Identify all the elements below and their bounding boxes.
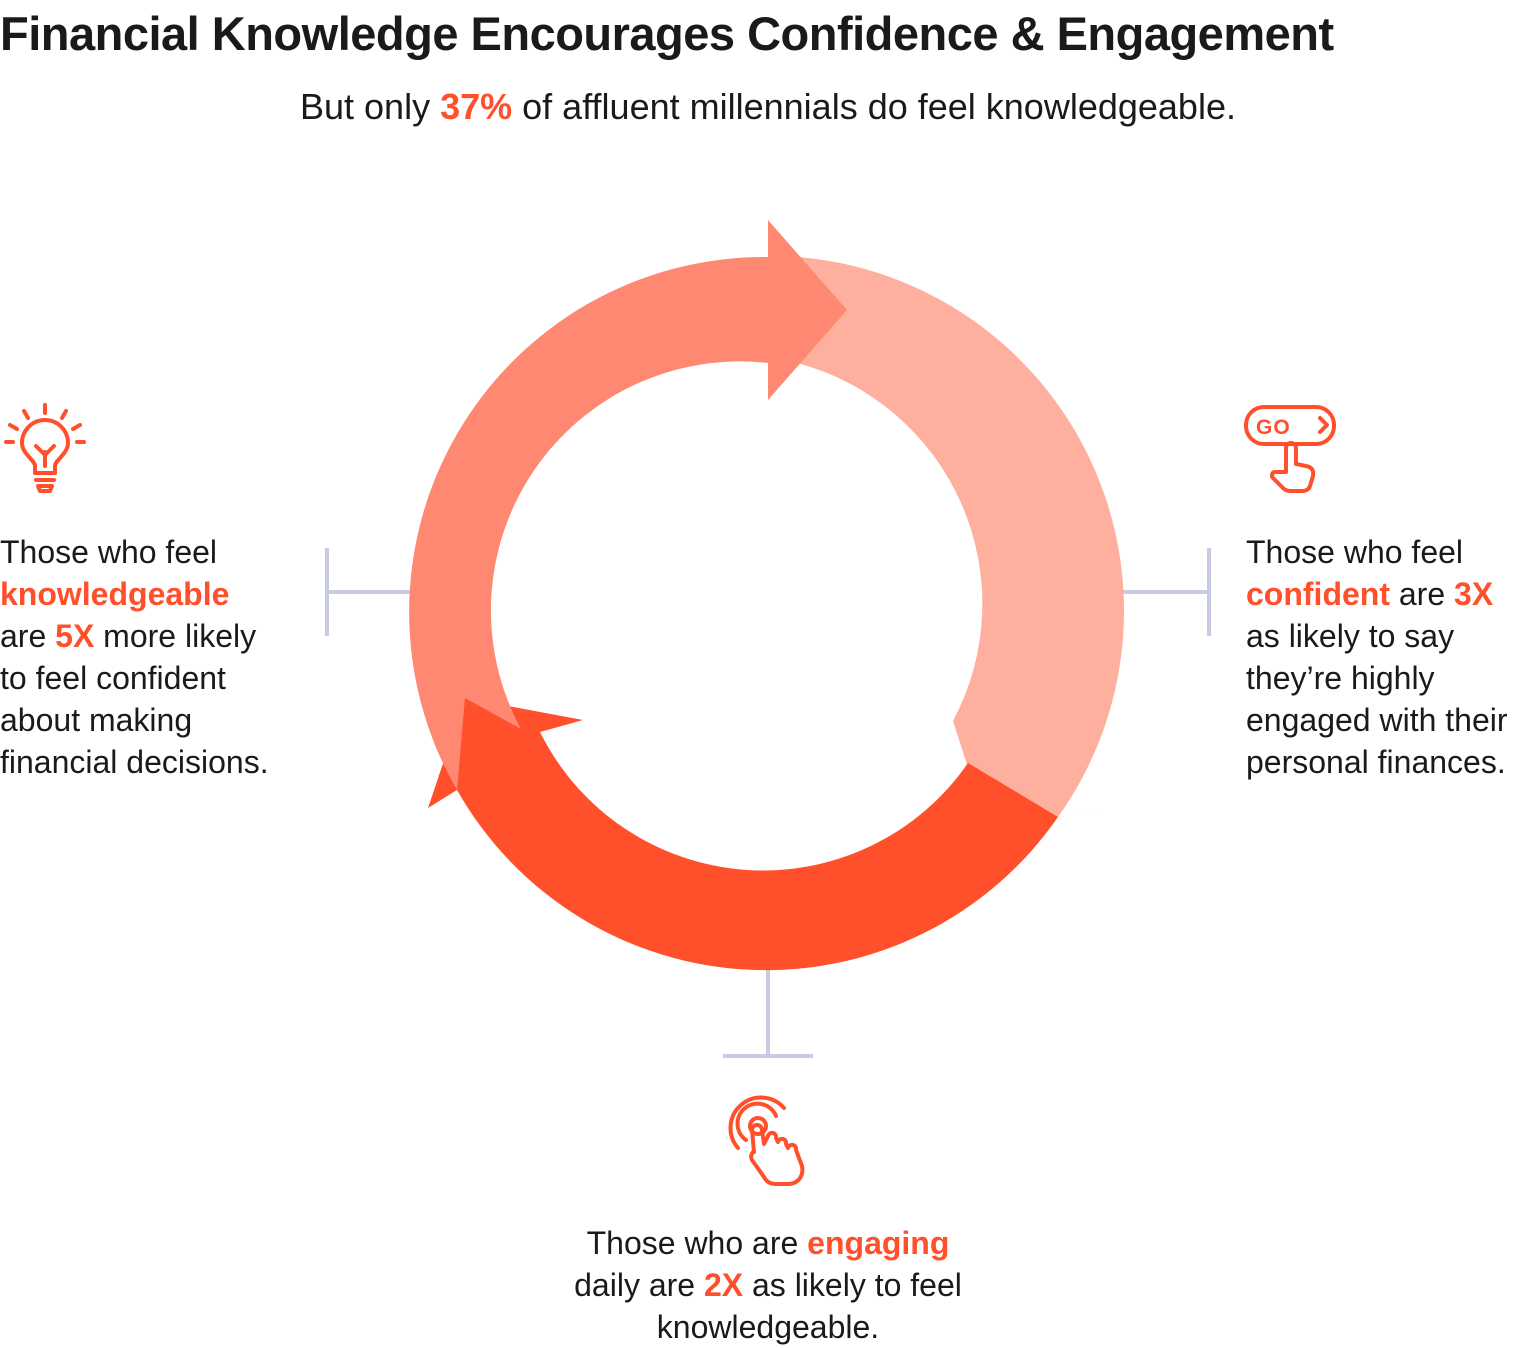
engagement-statement: Those who are engaging daily are 2X as l… [468,1222,1068,1348]
engagement-line-3: knowledgeable. [656,1309,880,1345]
lightbulb-icon [4,403,86,493]
knowledge-highlight: knowledgeable [0,576,230,612]
subtitle-prefix: But only [300,86,441,127]
confidence-line-3: as likely to say [1246,618,1455,654]
confidence-line-1: Those who feel [1246,534,1464,570]
go-button-tap-icon: GO [1244,405,1336,493]
connector-left [325,548,414,636]
confidence-line-5: engaged with their [1246,702,1508,738]
cycle-arrow-engagement [797,257,1125,830]
engagement-line-2b: as likely to feel [743,1267,962,1303]
knowledge-line-3: are 5X more likely [0,615,269,657]
confidence-line-4: they’re highly [1246,660,1435,696]
confidence-statement: Those who feel confident are 3X as likel… [1246,531,1508,783]
cycle-arrow-confidence [409,220,847,790]
knowledge-statement: Those who feel knowledgeable are 5X more… [0,531,269,783]
knowledge-line-6: financial decisions. [0,744,269,780]
confidence-multiplier: 3X [1454,576,1494,612]
knowledge-line-1: Those who feel [0,534,218,570]
knowledge-line-4: to feel confident [0,660,226,696]
knowledge-line-3a: are [0,618,56,654]
engagement-line-2a: daily are [574,1267,704,1303]
knowledge-line-3b: more likely [94,618,257,654]
cycle-arrow-knowledge [428,698,1058,971]
connector-right [1122,548,1211,636]
engagement-line-1a: Those who are [586,1225,808,1261]
engagement-line-2: daily are 2X as likely to feel [468,1264,1068,1306]
knowledge-multiplier: 5X [55,618,95,654]
confidence-highlight: confident [1246,576,1390,612]
engagement-line-1: Those who are engaging [468,1222,1068,1264]
page-title: Financial Knowledge Encourages Confidenc… [0,7,1334,60]
confidence-line-2-mid: are [1389,576,1455,612]
subtitle-highlight: 37% [440,86,513,127]
subtitle: But only 37% of affluent millennials do … [0,86,1536,128]
engagement-highlight: engaging [807,1225,950,1261]
connector-bottom [723,968,813,1058]
confidence-line-6: personal finances. [1246,744,1506,780]
go-button-label: GO [1256,416,1291,439]
engagement-multiplier: 2X [703,1267,744,1303]
confidence-line-2: confident are 3X [1246,573,1508,615]
subtitle-suffix: of affluent millennials do feel knowledg… [512,86,1236,127]
finger-tap-icon [728,1095,805,1186]
knowledge-line-5: about making [0,702,193,738]
